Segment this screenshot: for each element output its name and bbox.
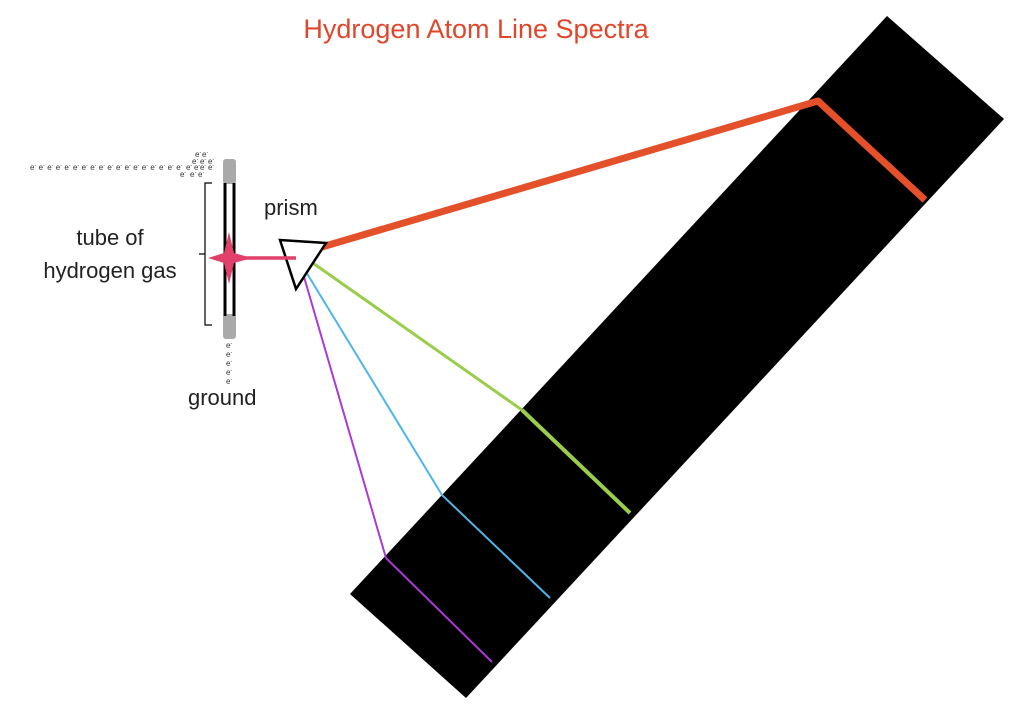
red-ray-incident	[284, 97, 822, 261]
tube-bracket	[199, 182, 212, 326]
electron-cluster-top: e-e-e-e-e-e-e-e-e-e-e-e-	[180, 150, 214, 179]
electron-symbol: e-	[190, 170, 196, 179]
electron-symbol: e-	[226, 350, 232, 359]
electron-symbol: e-	[133, 163, 139, 172]
electron-symbol: e-	[142, 163, 148, 172]
electron-symbol: e-	[195, 150, 201, 159]
tube-label-line-2: hydrogen gas	[43, 258, 176, 283]
electron-symbol: e-	[168, 163, 174, 172]
electron-symbol: e-	[198, 170, 204, 179]
diagram-title: Hydrogen Atom Line Spectra	[303, 14, 649, 44]
tube-label-line-1: tube of	[76, 225, 144, 250]
electron-symbol: e-	[192, 157, 198, 166]
electron-symbol: e-	[208, 163, 214, 172]
ground-label: ground	[188, 385, 257, 410]
emission-star-icon	[208, 232, 252, 284]
green-ray-incident	[299, 252, 523, 412]
electron-symbol: e-	[200, 157, 206, 166]
electron-symbol: e-	[116, 163, 122, 172]
electron-symbol: e-	[202, 150, 208, 159]
electron-symbol: e-	[159, 163, 165, 172]
electron-symbol: e-	[107, 163, 113, 172]
red-spectral-line	[815, 98, 928, 203]
electron-symbol: e-	[226, 368, 232, 377]
electron-symbol: e-	[73, 163, 79, 172]
electron-symbol: e-	[56, 163, 62, 172]
violet-ray-incident	[301, 269, 387, 559]
electron-symbol: e-	[226, 359, 232, 368]
blue-ray-incident	[299, 261, 443, 496]
prism-icon	[278, 238, 329, 292]
electron-symbol: e-	[226, 341, 232, 350]
electron-symbol: e-	[125, 163, 131, 172]
blue-spectral-line	[441, 494, 551, 599]
electron-column-bottom: e-e-e-e-e-	[226, 341, 232, 386]
electron-symbol: e-	[99, 163, 105, 172]
electron-symbol: e-	[39, 163, 45, 172]
electron-symbol: e-	[180, 170, 186, 179]
green-spectral-line	[520, 408, 632, 515]
tube-bottom-electrode	[223, 314, 236, 339]
electron-symbol: e-	[47, 163, 53, 172]
electron-symbol: e-	[64, 163, 70, 172]
electron-symbol: e-	[200, 163, 206, 172]
electron-symbol: e-	[82, 163, 88, 172]
electron-symbol: e-	[90, 163, 96, 172]
electron-symbol: e-	[208, 157, 214, 166]
prism-label: prism	[264, 195, 318, 220]
detection-screen	[350, 16, 1004, 698]
tube-top-electrode	[223, 159, 236, 184]
electron-stream-top: e-e-e-e-e-e-e-e-e-e-e-e-e-e-e-e-e-e-	[30, 163, 183, 172]
electron-symbol: e-	[30, 163, 36, 172]
electron-symbol: e-	[176, 163, 182, 172]
violet-spectral-line	[385, 557, 493, 663]
electron-symbol: e-	[194, 163, 200, 172]
electron-symbol: e-	[186, 163, 192, 172]
electron-symbol: e-	[150, 163, 156, 172]
electron-symbol: e-	[226, 377, 232, 386]
